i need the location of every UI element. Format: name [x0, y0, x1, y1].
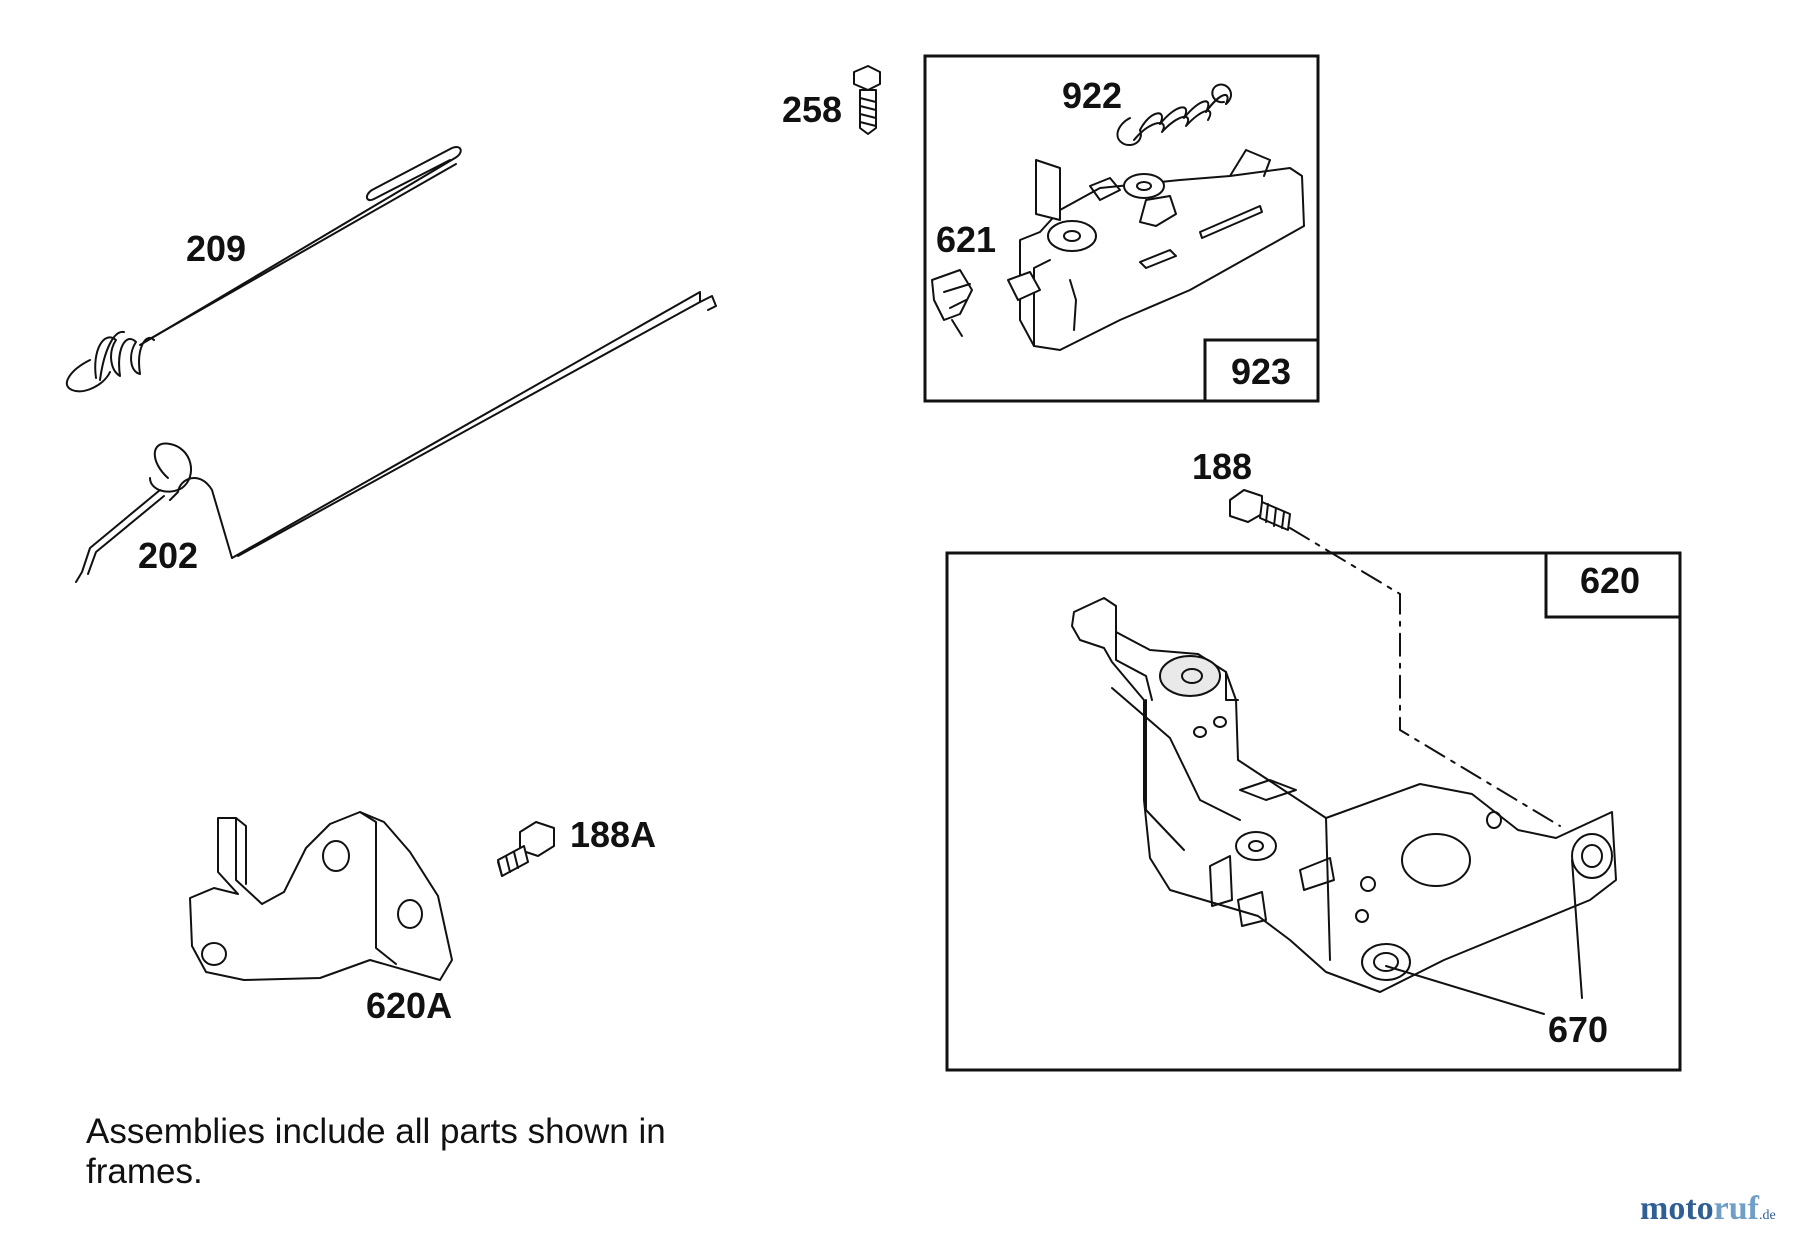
watermark-suffix: .de [1758, 1208, 1776, 1223]
watermark-part2: ruf [1713, 1190, 1759, 1227]
assemblies-note: Assemblies include all parts shown in fr… [86, 1112, 666, 1191]
label-188a: 188A [570, 814, 657, 855]
part-188a-bolt [497, 821, 555, 877]
label-620: 620 [1580, 560, 1641, 601]
label-620a: 620A [366, 985, 453, 1026]
part-202-governor-rod [75, 291, 717, 583]
watermark-part1: moto [1640, 1190, 1714, 1227]
label-922: 922 [1062, 75, 1123, 116]
part-209-spring-link [65, 146, 462, 393]
part-188-bolt [1229, 489, 1291, 531]
part-620-control-bracket [1071, 597, 1617, 993]
leader-188-dashdot [1289, 527, 1561, 827]
part-258-screw [853, 65, 881, 135]
part-621-lever-assembly [931, 149, 1305, 351]
leaders-670 [1385, 859, 1583, 1015]
watermark-logo: motoruf.de [1640, 1192, 1776, 1226]
label-258: 258 [782, 89, 843, 130]
assembly-frame-620 [945, 551, 1682, 1072]
label-923: 923 [1231, 351, 1292, 392]
label-188: 188 [1192, 446, 1253, 487]
part-922-spring [1116, 83, 1232, 146]
label-209: 209 [186, 228, 247, 269]
label-202: 202 [138, 535, 199, 576]
label-621: 621 [936, 219, 997, 260]
part-620a-bracket [189, 811, 453, 981]
label-670: 670 [1548, 1009, 1609, 1050]
assembly-frame-923 [923, 54, 1320, 403]
